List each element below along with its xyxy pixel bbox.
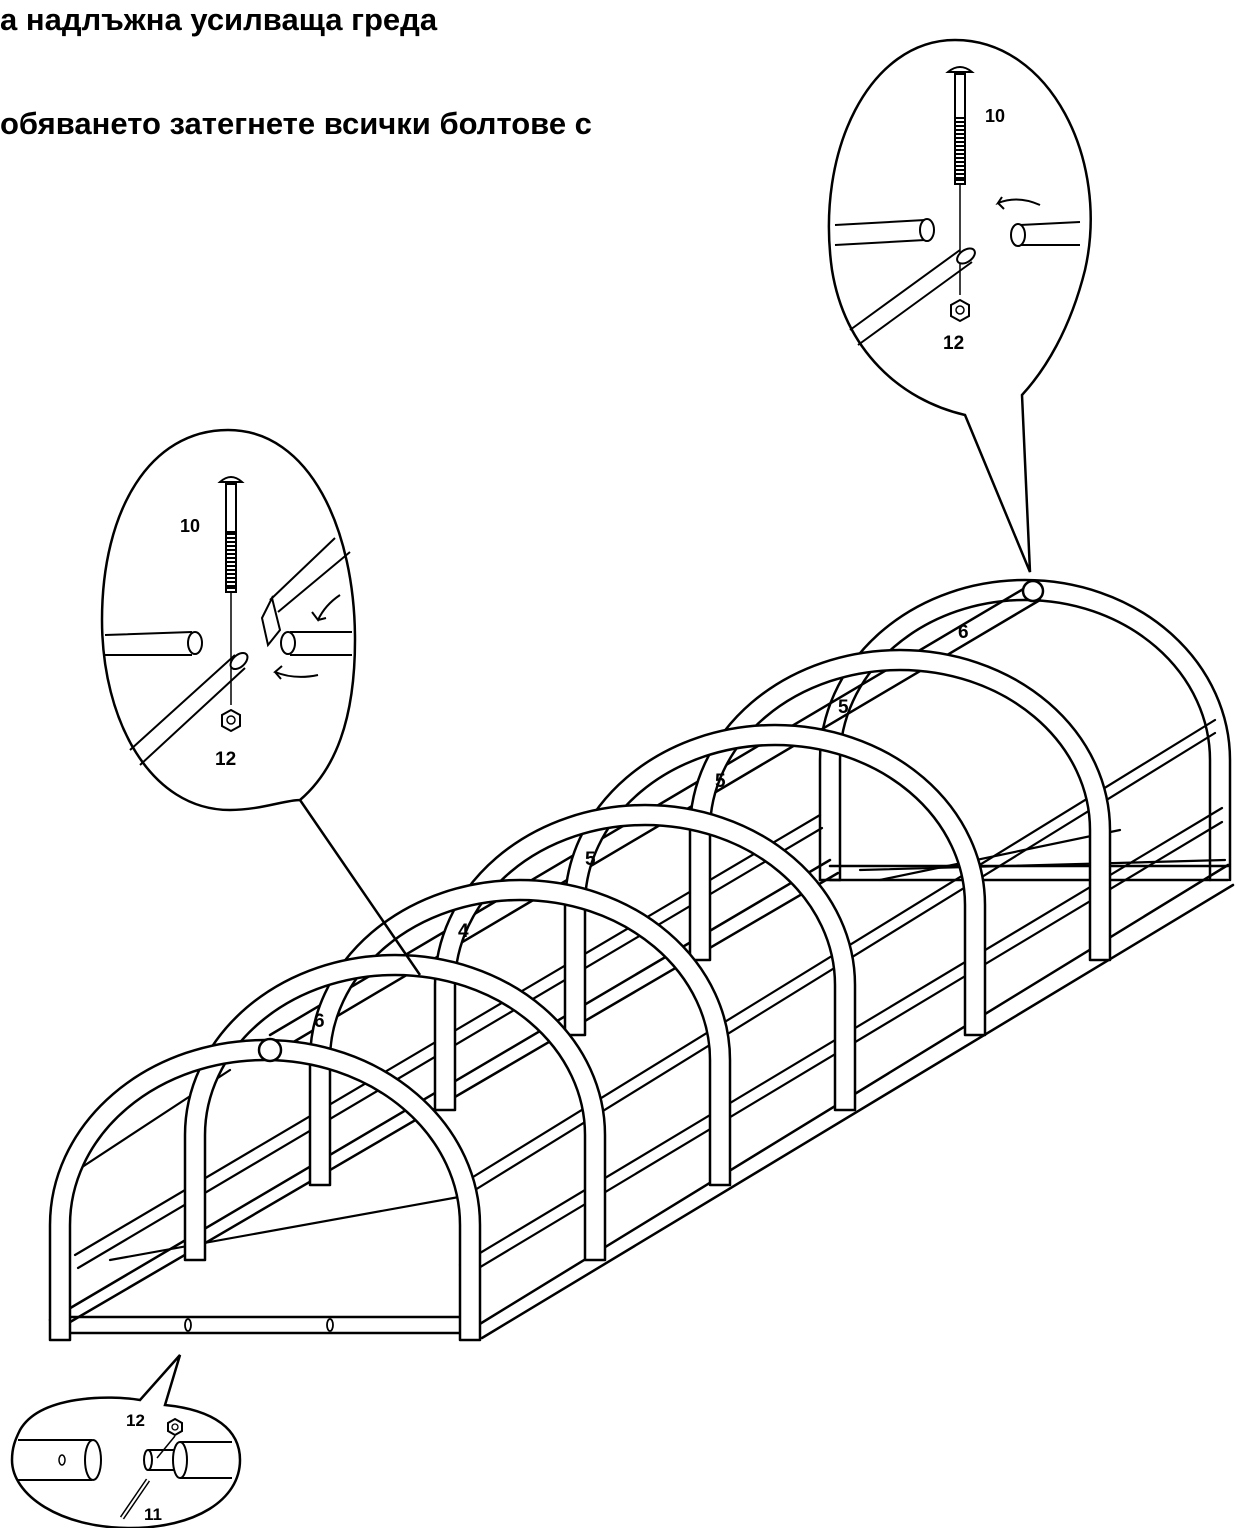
callout-bottom-left-pin-label: 11: [144, 1505, 162, 1524]
label-end-arch-near: 6: [314, 1011, 325, 1032]
callout-top-right-bolt-label: 10: [985, 106, 1005, 126]
arch-2: [433, 803, 857, 1112]
bolt-icon: [217, 476, 245, 705]
callout-bottom-left: 12 11: [10, 1354, 242, 1528]
callout-top-right-nut-label: 12: [943, 333, 964, 354]
arch-end-far: [818, 578, 1232, 882]
callout-middle-left-bolt-label: 10: [180, 516, 200, 536]
arch-end-near: [48, 953, 607, 1342]
bolt-icon: [945, 66, 975, 295]
ridge-joint-near: [257, 1037, 283, 1063]
nut-icon: [950, 298, 970, 323]
label-arch-2: 5: [715, 771, 726, 792]
label-arch-3: 5: [585, 849, 596, 870]
pin-icon: [119, 1478, 151, 1520]
callout-middle-left-nut-label: 12: [215, 749, 236, 770]
instruction-heading-line-1: а надлъжна усилваща греда: [0, 2, 438, 37]
label-arch-1: 5: [838, 697, 849, 718]
arch-3: [563, 723, 987, 1037]
nut-icon: [221, 708, 241, 733]
instruction-heading-line-2: обяването затегнете всички болтове с: [0, 106, 592, 141]
label-arch-4: 4: [458, 921, 469, 942]
callout-middle-left: 10 12: [100, 428, 422, 976]
greenhouse-frame: [48, 578, 1235, 1342]
arch-1: [308, 878, 732, 1187]
callout-top-right: 10 12: [827, 38, 1092, 573]
arch-4: [688, 648, 1112, 962]
nut-icon: [167, 1417, 183, 1437]
ridge-joint-far: [1021, 579, 1045, 603]
label-end-arch-far: 6: [958, 622, 969, 643]
callout-bottom-left-nut-label: 12: [126, 1411, 145, 1430]
